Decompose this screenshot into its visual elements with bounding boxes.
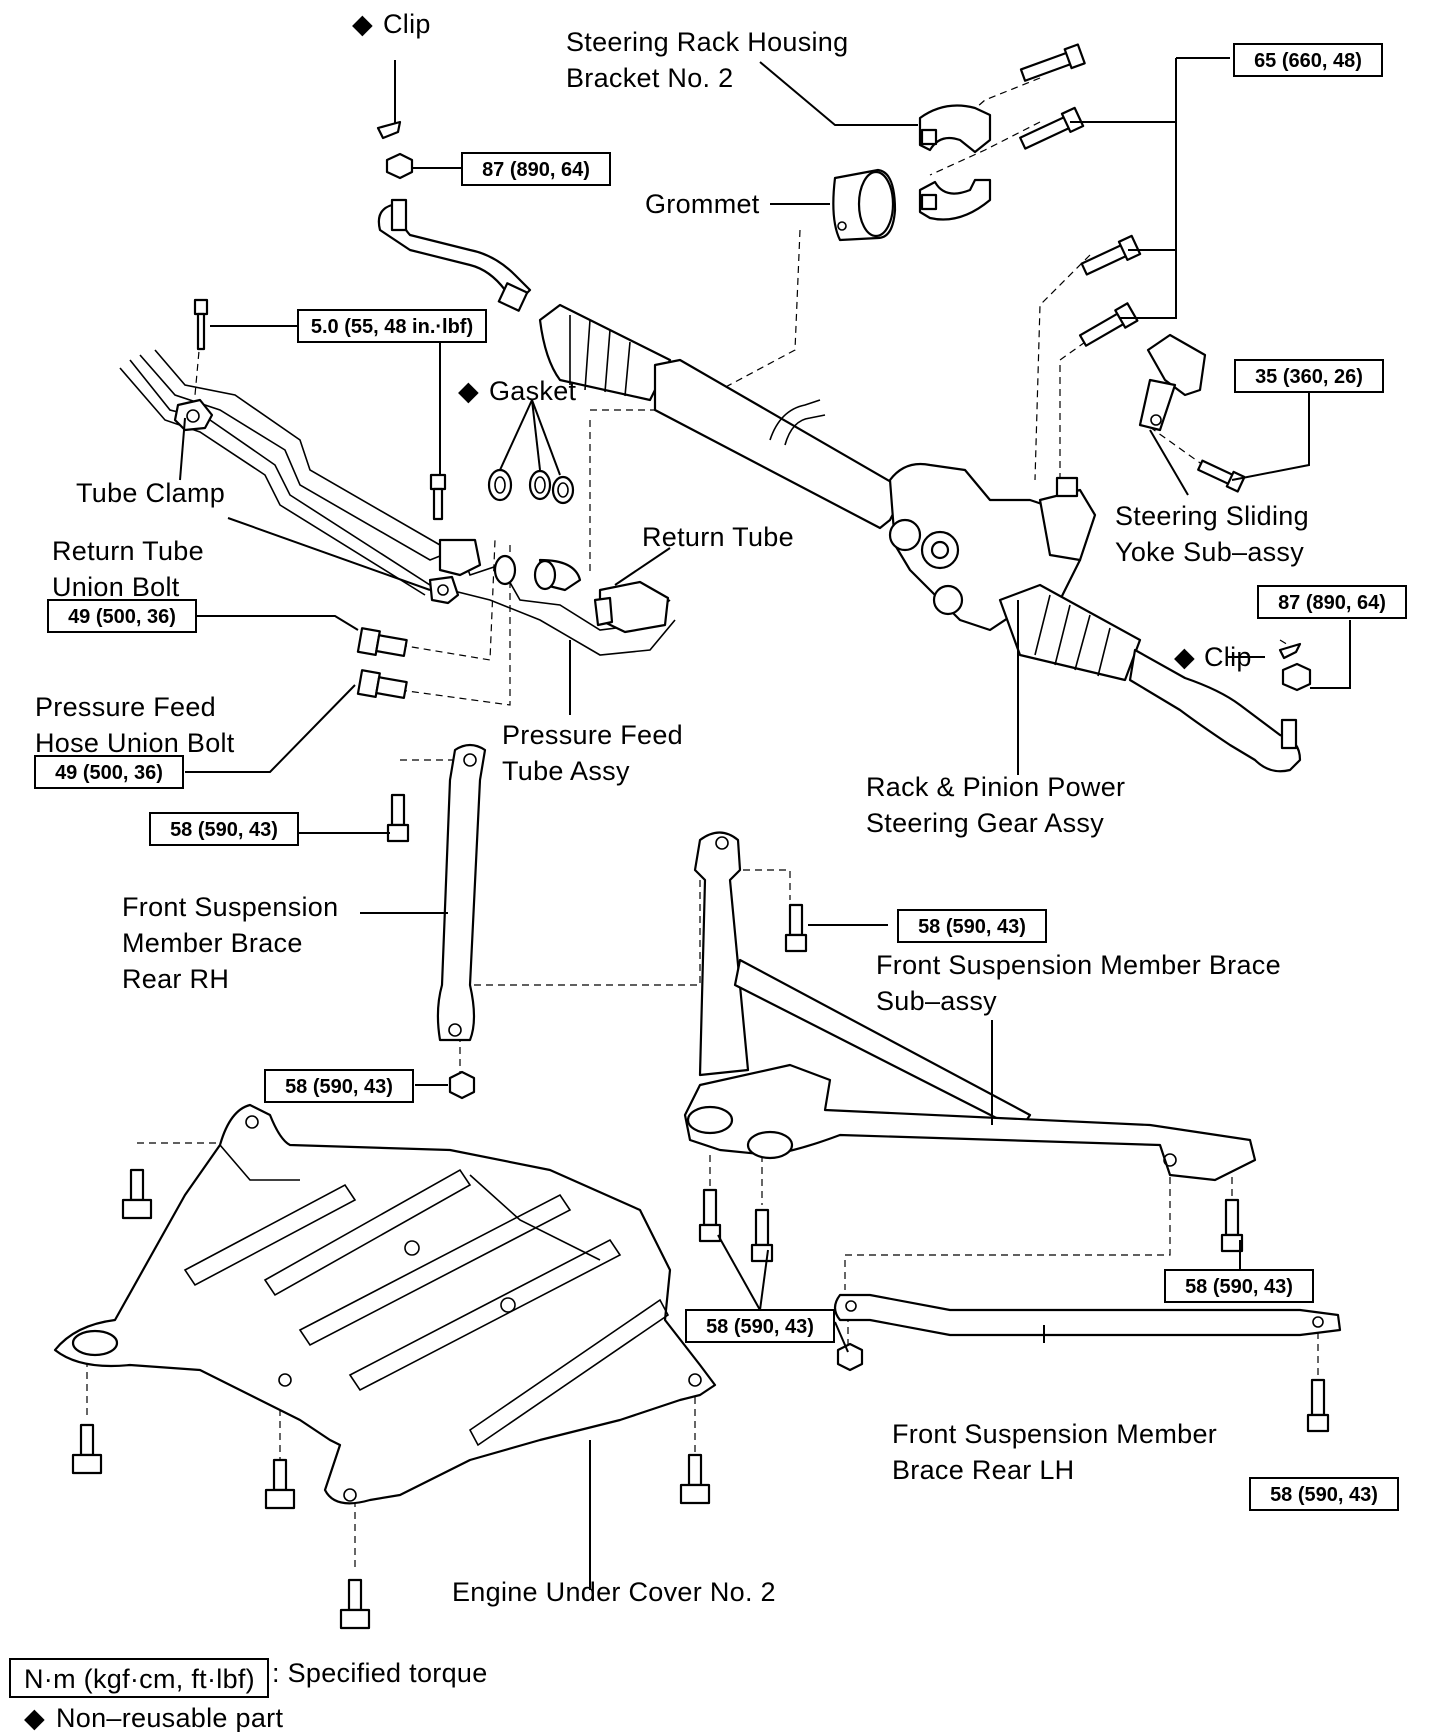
brace-lh-right-bolt — [1306, 1378, 1330, 1433]
svg-text:Grommet: Grommet — [645, 189, 760, 219]
torque-value: 65 (660, 48) — [1254, 50, 1362, 72]
legend: N·m (kgf·cm, ft·lbf) : Specified torque … — [9, 1658, 488, 1732]
torque-value: 35 (360, 26) — [1255, 366, 1363, 388]
pressure-feed-tube-part — [119, 349, 676, 656]
brace-sub-bottom-bolts — [698, 1188, 1244, 1263]
svg-text:Steering Gear Assy: Steering Gear Assy — [866, 808, 1104, 838]
svg-text:Bracket No. 2: Bracket No. 2 — [566, 63, 733, 93]
non-reusable-icon: ◆ — [352, 9, 373, 39]
torque-value: 58 (590, 43) — [170, 819, 278, 841]
clip-top-part — [376, 60, 402, 140]
torque-brace-rh-bottom: 58 (590, 43) — [264, 1069, 414, 1103]
label-grommet: Grommet — [645, 189, 760, 219]
gaskets-part — [487, 468, 575, 591]
label-steering-sliding-yoke: Steering Sliding Yoke Sub–assy — [1115, 501, 1309, 567]
svg-text:Pressure Feed: Pressure Feed — [502, 720, 683, 750]
torque-return-union-bolt: 49 (500, 36) — [47, 599, 197, 633]
svg-text:Front Suspension: Front Suspension — [122, 892, 338, 922]
torque-value: 49 (500, 36) — [55, 762, 163, 784]
svg-text:Rear RH: Rear RH — [122, 964, 229, 994]
tube-clamp-bolts — [193, 298, 447, 521]
non-reusable-icon: ◆ — [24, 1703, 45, 1732]
legend-specified-torque: : Specified torque — [272, 1658, 488, 1688]
steering-rack-housing-bracket-part — [918, 104, 992, 221]
svg-text:Gasket: Gasket — [489, 376, 577, 406]
torque-value: 58 (590, 43) — [706, 1316, 814, 1338]
svg-text:Yoke Sub–assy: Yoke Sub–assy — [1115, 537, 1304, 567]
tie-rod-nut-left-part — [385, 152, 414, 180]
label-gasket: ◆ Gasket — [458, 376, 577, 406]
label-pressure-feed-tube-assy: Pressure Feed Tube Assy — [502, 720, 683, 786]
grommet-part — [832, 168, 897, 242]
torque-yoke-bolt: 35 (360, 26) — [1234, 359, 1384, 393]
torque-value: 87 (890, 64) — [1278, 592, 1386, 614]
brace-sub-top-bolt — [784, 903, 808, 953]
union-bolts-part — [356, 627, 408, 699]
rack-and-pinion-gear-part — [377, 198, 1302, 773]
torque-brace-rh-top: 58 (590, 43) — [149, 812, 299, 846]
torque-brace-sub-bottom: 58 (590, 43) — [1164, 1269, 1314, 1303]
label-pressure-feed-hose-union-bolt: Pressure Feed Hose Union Bolt — [35, 692, 235, 758]
label-clip-right: ◆ Clip — [1174, 642, 1252, 672]
label-brace-sub-assy: Front Suspension Member Brace Sub–assy — [876, 950, 1281, 1016]
label-steering-rack-housing-bracket: Steering Rack Housing Bracket No. 2 — [566, 27, 848, 93]
svg-text:Return Tube: Return Tube — [642, 522, 794, 552]
under-cover-bolts — [71, 1168, 711, 1630]
label-return-tube-union-bolt: Return Tube Union Bolt — [52, 536, 204, 602]
torque-tie-rod-nut-right: 87 (890, 64) — [1257, 585, 1407, 619]
steering-sliding-yoke-part — [1138, 333, 1246, 493]
label-engine-under-cover: Engine Under Cover No. 2 — [452, 1577, 776, 1607]
torque-bracket-bolts: 65 (660, 48) — [1233, 43, 1383, 77]
torque-tube-clamp-bolt: 5.0 (55, 48 in.·lbf) — [297, 309, 487, 343]
leader-lines — [179, 57, 1351, 1590]
svg-text:Brace Rear LH: Brace Rear LH — [892, 1455, 1074, 1485]
non-reusable-icon: ◆ — [458, 376, 479, 406]
label-brace-rear-rh: Front Suspension Member Brace Rear RH — [122, 892, 338, 994]
legend-non-reusable: Non–reusable part — [56, 1703, 283, 1732]
engine-under-cover-part — [53, 1103, 717, 1505]
torque-value: 58 (590, 43) — [285, 1076, 393, 1098]
svg-text:Clip: Clip — [383, 9, 431, 39]
label-clip-top: ◆ Clip — [352, 9, 431, 39]
brace-sub-assy-part — [683, 831, 1257, 1263]
svg-text:Return Tube: Return Tube — [52, 536, 204, 566]
svg-text:Member Brace: Member Brace — [122, 928, 303, 958]
torque-value: 5.0 (55, 48 in.·lbf) — [311, 316, 473, 338]
bracket-bolts — [1019, 43, 1142, 347]
torque-brace-lh-left: 58 (590, 43) — [685, 1309, 835, 1343]
svg-text:Union Bolt: Union Bolt — [52, 572, 180, 602]
label-tube-clamp: Tube Clamp — [76, 478, 225, 508]
svg-text:Clip: Clip — [1204, 642, 1252, 672]
torque-brace-lh-right: 58 (590, 43) — [1249, 1477, 1399, 1511]
svg-text:Sub–assy: Sub–assy — [876, 986, 997, 1016]
brace-rear-lh-part — [833, 1293, 1342, 1433]
torque-value: 58 (590, 43) — [1270, 1484, 1378, 1506]
svg-text:Front Suspension Member Brace: Front Suspension Member Brace — [876, 950, 1281, 980]
label-rack-pinion: Rack & Pinion Power Steering Gear Assy — [866, 772, 1125, 838]
legend-unit: N·m (kgf·cm, ft·lbf) — [24, 1664, 255, 1694]
torque-tie-rod-nut-left: 87 (890, 64) — [461, 152, 611, 186]
svg-text:Steering Sliding: Steering Sliding — [1115, 501, 1309, 531]
svg-text:Hose Union Bolt: Hose Union Bolt — [35, 728, 235, 758]
svg-text:Pressure Feed: Pressure Feed — [35, 692, 216, 722]
brace-rear-rh-part — [386, 743, 487, 1100]
torque-value: 58 (590, 43) — [1185, 1276, 1293, 1298]
label-return-tube: Return Tube — [642, 522, 794, 552]
brace-rh-top-bolt — [386, 793, 410, 843]
svg-text:Engine Under Cover No. 2: Engine Under Cover No. 2 — [452, 1577, 776, 1607]
torque-pressure-union-bolt: 49 (500, 36) — [34, 755, 184, 789]
torque-value: 49 (500, 36) — [68, 606, 176, 628]
svg-text:Steering Rack Housing: Steering Rack Housing — [566, 27, 848, 57]
svg-text:Front Suspension Member: Front Suspension Member — [892, 1419, 1217, 1449]
clip-right-part — [1278, 642, 1312, 692]
torque-value: 87 (890, 64) — [482, 159, 590, 181]
svg-text:Rack & Pinion Power: Rack & Pinion Power — [866, 772, 1125, 802]
non-reusable-icon: ◆ — [1174, 642, 1195, 672]
label-brace-rear-lh: Front Suspension Member Brace Rear LH — [892, 1419, 1217, 1485]
svg-text:Tube Clamp: Tube Clamp — [76, 478, 225, 508]
torque-brace-sub-top: 58 (590, 43) — [897, 909, 1047, 943]
svg-text:Tube Assy: Tube Assy — [502, 756, 630, 786]
torque-value: 58 (590, 43) — [918, 916, 1026, 938]
